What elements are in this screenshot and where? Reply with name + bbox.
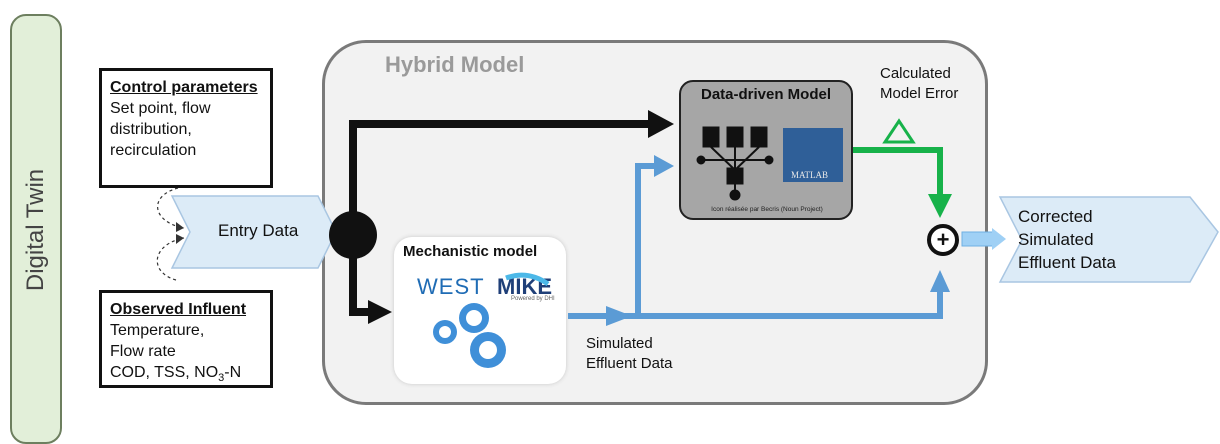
powered-by-dhi-text: Powered by DHI [511, 296, 555, 302]
effluent-to-datadriven-arrowhead [654, 155, 674, 177]
junction-dot [329, 211, 377, 259]
gears-icon [433, 272, 550, 368]
data-driven-model-title: Data-driven Model [700, 86, 832, 103]
control-parameters-line: Set point, flow [110, 100, 211, 117]
control-parameters-line: recirculation [110, 142, 197, 159]
simulated-effluent-marker [606, 306, 632, 326]
control-to-entry-curve [157, 187, 185, 229]
corrected-output-label: Corrected Simulated Effluent Data [1018, 207, 1116, 272]
calculated-model-error-label: Calculated Model Error [880, 65, 959, 102]
observed-influent-box: Observed Influent Temperature, Flow rate… [99, 290, 273, 388]
effluent-to-datadriven-line [635, 163, 658, 316]
corrected-output-chevron [998, 196, 1219, 283]
model-error-arrowhead [928, 194, 952, 218]
sum-node: + [927, 224, 959, 256]
mechanistic-input-arrowhead [368, 300, 392, 324]
observed-influent-line: Flow rate [110, 343, 176, 360]
output-glow-arrow [961, 231, 997, 247]
output-glow-arrowhead [992, 228, 1006, 250]
observed-influent-heading: Observed Influent [110, 301, 247, 318]
observed-influent-line: Temperature, [110, 322, 205, 339]
control-parameters-box: Control parameters Set point, flow distr… [99, 68, 273, 188]
control-flow-arrowhead [648, 110, 674, 138]
neural-network-icon [696, 126, 774, 201]
matlab-logo [783, 128, 843, 182]
west-logo-text: WEST [417, 274, 485, 299]
matlab-logo-text: MATLAB [791, 170, 829, 180]
entry-data-label: Entry Data [218, 221, 299, 240]
entry-data-chevron [170, 195, 337, 269]
model-error-line [853, 147, 943, 196]
influent-to-entry-curve [156, 237, 185, 281]
simulated-effluent-line [568, 290, 943, 319]
control-parameters-heading: Control parameters [110, 79, 258, 96]
simulated-effluent-arrowhead [930, 270, 950, 292]
observed-influent-line: COD, TSS, NO3-N [110, 364, 242, 385]
control-parameters-line: distribution, [110, 121, 192, 138]
mechanistic-model-title: Mechanistic model [403, 243, 538, 260]
digital-twin-band [10, 14, 62, 444]
icon-credit-text: Icon réalisée par Becris (Noun Project) [711, 206, 823, 213]
delta-icon [882, 118, 916, 144]
influent-curve-arrowhead [176, 234, 184, 244]
control-flow-line [349, 120, 652, 236]
control-curve-arrowhead [176, 222, 184, 232]
simulated-effluent-label: Simulated Effluent Data [586, 335, 673, 372]
mechanistic-input-line [349, 236, 372, 316]
hybrid-model-title: Hybrid Model [385, 52, 525, 77]
